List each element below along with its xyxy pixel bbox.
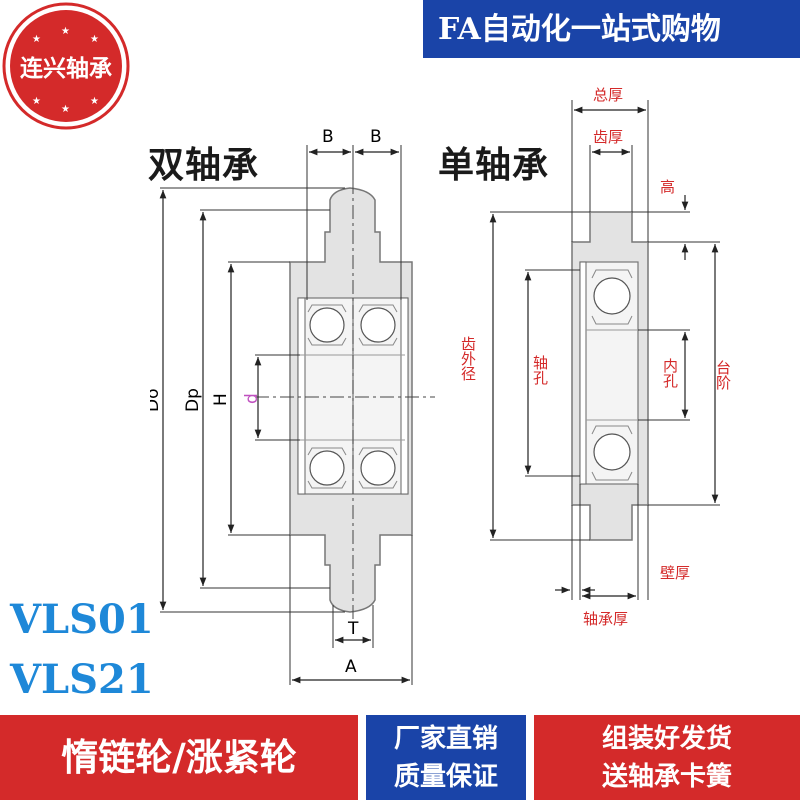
brand-logo: ★ ★ ★ ★ ★ ★ 连兴轴承	[2, 2, 130, 130]
logo-star-icon: ★	[32, 96, 41, 107]
label-tooth-outer-diameter: 齿外径	[459, 336, 477, 381]
title-single-bearing: 单轴承	[438, 144, 550, 186]
dim-label-a: A	[345, 657, 357, 677]
label-tooth-thickness: 齿厚	[593, 128, 623, 146]
footer-quality-guarantee: 质量保证	[393, 762, 498, 792]
footer-assembled-shipping: 组装好发货	[601, 724, 732, 754]
footer-left-panel	[0, 715, 358, 800]
logo-star-icon: ★	[90, 34, 99, 45]
footer-factory-direct: 厂家直销	[393, 724, 498, 754]
dim-label-d: d	[242, 393, 262, 404]
label-inner-hole: 内孔	[661, 358, 679, 389]
footer-product-type: 惰链轮/涨紧轮	[61, 735, 297, 779]
logo-star-icon: ★	[32, 34, 41, 45]
dim-label-b-left: B	[322, 127, 334, 147]
dim-label-b-right: B	[370, 127, 382, 147]
single-bearing-diagram: 总厚 齿厚 高 齿外径 轴孔 内孔 台阶 壁厚 轴承厚	[459, 86, 732, 628]
dim-label-dp: Dp	[183, 388, 203, 412]
label-step: 台阶	[714, 360, 732, 390]
dim-label-do: Do	[150, 389, 163, 413]
label-bearing-thickness: 轴承厚	[583, 610, 628, 628]
dim-label-t: T	[347, 619, 359, 639]
dim-label-h: H	[211, 393, 231, 406]
model-vls21: VLS21	[10, 656, 154, 703]
logo-star-icon: ★	[61, 26, 70, 37]
logo-star-icon: ★	[90, 96, 99, 107]
double-bearing-diagram: B B Do Dp H d T A	[150, 127, 435, 685]
footer-free-bearing-circlip: 送轴承卡簧	[601, 762, 732, 792]
logo-star-icon: ★	[61, 104, 70, 115]
label-total-thickness: 总厚	[593, 86, 623, 104]
header-banner	[420, 0, 800, 58]
label-height: 高	[660, 178, 675, 196]
footer-middle-panel	[366, 715, 526, 800]
model-vls01: VLS01	[10, 596, 154, 643]
header-title: FA自动化一站式购物	[438, 12, 721, 47]
footer-right-panel	[534, 715, 800, 800]
label-shaft-hole: 轴孔	[531, 355, 549, 386]
title-double-bearing: 双轴承	[148, 144, 260, 186]
label-wall-thickness: 壁厚	[660, 564, 690, 582]
logo-text: 连兴轴承	[20, 55, 112, 82]
